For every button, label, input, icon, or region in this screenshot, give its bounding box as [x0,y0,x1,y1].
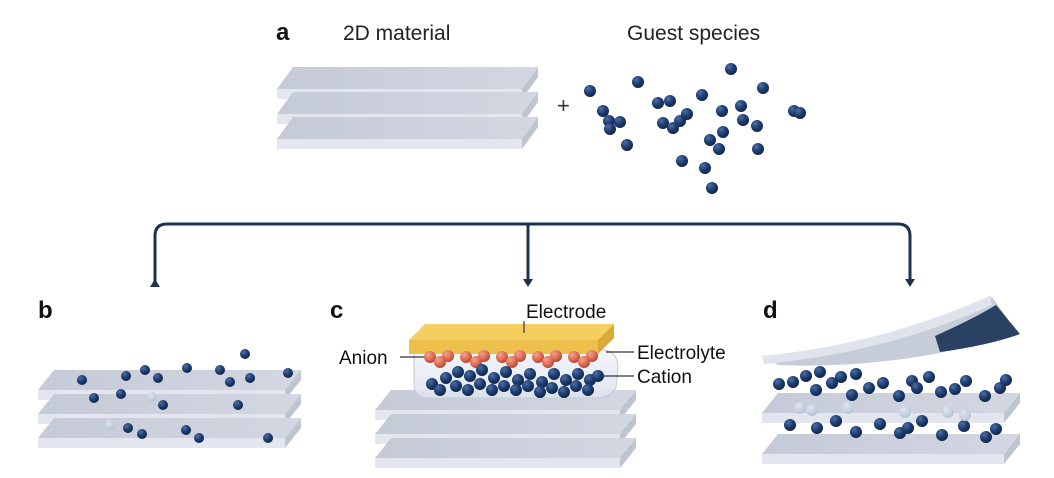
sheet [762,434,1020,464]
intercalated-stack [38,349,301,448]
sheet [375,438,636,468]
sheet [277,117,538,149]
panel-c: c [330,297,726,468]
panel-c-letter: c [330,297,343,324]
guest-species-cluster [584,63,806,194]
anion-label: Anion [339,348,388,369]
panel-d: d [762,296,1020,464]
cation-layer [426,364,604,398]
panel-d-letter: d [763,297,778,324]
panel-b-letter: b [38,297,53,324]
peeling-sheet [762,296,1020,366]
faint-guests [105,392,157,430]
plus-sign: + [557,93,570,118]
material-heading: 2D material [343,22,450,45]
electrolyte-label: Electrolyte [637,343,726,364]
guest-heading: Guest species [627,22,760,45]
intercalated-guests [77,349,293,443]
expanded-guests [773,366,1012,443]
faint-guests-d [794,402,971,421]
panel-b: b [38,297,301,448]
callout-lines [400,321,634,377]
panel-a: a 2D material Guest species + [276,19,806,194]
anion-row [424,350,598,368]
sheet [38,418,301,448]
arrow-to-b [150,222,915,287]
cation-label: Cation [637,367,692,388]
electrode-block [409,324,614,354]
electrode-label: Electrode [526,302,606,323]
material-stack [277,67,538,149]
branch-arrows [150,222,915,287]
panel-a-letter: a [276,19,290,46]
device-stack [375,390,636,468]
exfoliated-stack [762,393,1020,464]
